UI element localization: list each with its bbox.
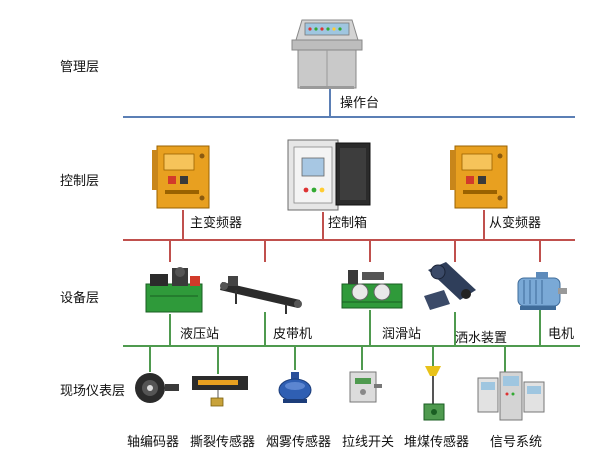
sprinkler-device-icon	[424, 262, 476, 310]
tear-sensor-icon	[192, 376, 248, 407]
slave-vfd-label: 从变频器	[489, 216, 542, 231]
pull-switch-icon	[349, 371, 382, 403]
main-vfd-label: 主变频器	[190, 216, 243, 231]
hydraulic-station-icon	[145, 267, 203, 313]
main-vfd-icon	[152, 145, 210, 209]
layer-label-control: 控制层	[60, 174, 100, 189]
signal-system-icon	[477, 371, 545, 421]
coal-pile-sensor-icon	[423, 366, 445, 421]
motor-label: 电机	[548, 327, 575, 342]
sprinkler-device-label: 洒水装置	[455, 331, 508, 346]
layer-label-field: 现场仪表层	[60, 384, 126, 399]
control-box-label: 控制箱	[328, 216, 368, 231]
control-box-icon	[287, 139, 371, 211]
coal-pile-sensor-label: 堆煤传感器	[404, 435, 470, 450]
smoke-sensor-label: 烟雾传感器	[266, 435, 332, 450]
console-label: 操作台	[340, 96, 380, 111]
shaft-encoder-label: 轴编码器	[127, 435, 180, 450]
smoke-sensor-icon	[278, 372, 312, 403]
hydraulic-station-label: 液压站	[180, 327, 220, 342]
slave-vfd-icon	[450, 145, 508, 209]
belt-conveyor-icon	[220, 276, 302, 314]
operator-console-icon	[291, 19, 363, 89]
layer-label-management: 管理层	[60, 60, 100, 75]
layer-label-equipment: 设备层	[60, 291, 100, 306]
lubrication-station-label: 润滑站	[382, 327, 422, 342]
shaft-encoder-icon	[135, 373, 179, 403]
motor-icon	[517, 272, 567, 310]
signal-system-label: 信号系统	[490, 435, 543, 450]
tear-sensor-label: 撕裂传感器	[190, 435, 256, 450]
belt-conveyor-label: 皮带机	[273, 327, 313, 342]
lubrication-station-icon	[341, 270, 403, 309]
pull-switch-label: 拉线开关	[342, 435, 395, 450]
